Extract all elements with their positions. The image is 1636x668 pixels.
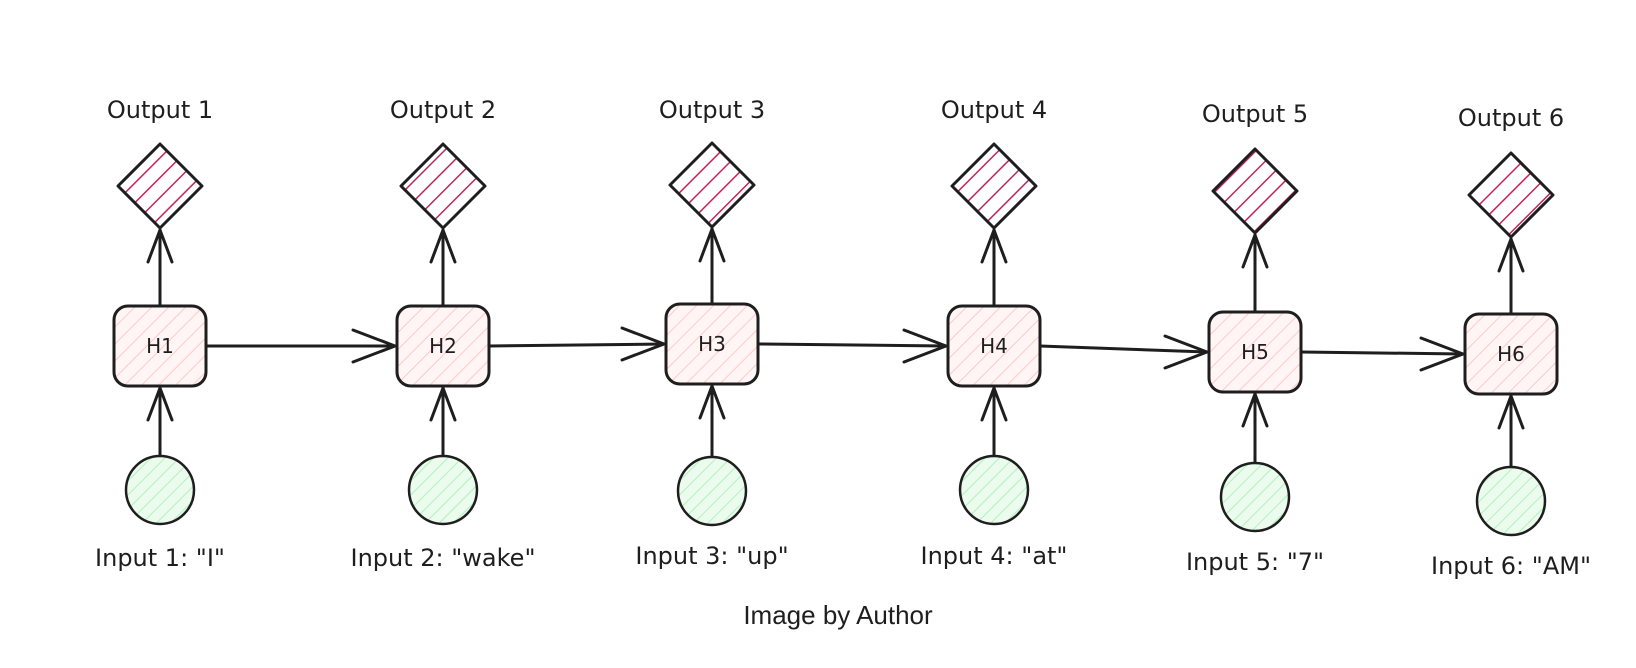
input-label-3: Input 3: "up" bbox=[635, 542, 788, 570]
arrowhead-hidden-2 bbox=[429, 386, 457, 422]
hidden-label-1: H1 bbox=[146, 334, 174, 358]
output-node-5 bbox=[1211, 147, 1299, 235]
hidden-node-6 bbox=[1463, 312, 1559, 396]
connections bbox=[146, 227, 1525, 469]
arrow-recurrent-3-to-4 bbox=[756, 342, 948, 348]
output-label-5: Output 5 bbox=[1202, 100, 1308, 128]
output-label-1: Output 1 bbox=[107, 96, 213, 124]
hidden-node-5 bbox=[1207, 310, 1303, 394]
arrow-recurrent-2-to-3 bbox=[487, 342, 666, 348]
arrow-recurrent-4-to-5 bbox=[1038, 344, 1209, 354]
hidden-node-1 bbox=[112, 304, 208, 388]
hidden-label-5: H5 bbox=[1241, 340, 1269, 364]
hidden-node-4 bbox=[946, 304, 1042, 388]
arrowhead-output-3 bbox=[698, 227, 726, 263]
arrowhead-hidden-6 bbox=[1497, 394, 1525, 430]
output-node-1 bbox=[116, 142, 204, 230]
input-label-1: Input 1: "I" bbox=[95, 544, 225, 572]
arrowhead-recurrent-5 bbox=[1163, 334, 1209, 370]
output-node-4 bbox=[950, 142, 1038, 230]
input-node-1 bbox=[124, 454, 196, 526]
input-node-5 bbox=[1219, 461, 1291, 533]
arrowhead-output-5 bbox=[1241, 233, 1269, 269]
arrowhead-output-6 bbox=[1497, 237, 1525, 273]
hidden-label-2: H2 bbox=[429, 334, 457, 358]
hidden-label-6: H6 bbox=[1497, 342, 1525, 366]
arrowhead-hidden-1 bbox=[146, 386, 174, 422]
input-node-2 bbox=[407, 454, 479, 526]
input-node-4 bbox=[958, 454, 1030, 526]
input-label-2: Input 2: "wake" bbox=[351, 544, 536, 572]
output-node-2 bbox=[399, 142, 487, 230]
arrow-recurrent-5-to-6 bbox=[1299, 350, 1465, 356]
output-node-3 bbox=[668, 141, 756, 229]
output-label-3: Output 3 bbox=[659, 96, 765, 124]
output-label-2: Output 2 bbox=[390, 96, 496, 124]
caption: Image by Author bbox=[743, 600, 933, 630]
arrowhead-output-1 bbox=[146, 228, 174, 264]
output-label-4: Output 4 bbox=[941, 96, 1047, 124]
input-node-3 bbox=[676, 455, 748, 527]
arrowhead-hidden-4 bbox=[980, 386, 1008, 422]
input-node-6 bbox=[1475, 465, 1547, 537]
hidden-node-2 bbox=[395, 304, 491, 388]
arrowhead-output-2 bbox=[429, 228, 457, 264]
arrowhead-hidden-3 bbox=[698, 384, 726, 420]
input-label-4: Input 4: "at" bbox=[921, 542, 1068, 570]
arrowhead-hidden-5 bbox=[1241, 392, 1269, 428]
hidden-label-3: H3 bbox=[698, 332, 726, 356]
output-node-6 bbox=[1467, 151, 1555, 239]
arrowhead-output-4 bbox=[980, 228, 1008, 264]
arrowhead-recurrent-3 bbox=[620, 326, 666, 362]
input-label-5: Input 5: "7" bbox=[1186, 548, 1324, 576]
arrowhead-recurrent-4 bbox=[902, 328, 948, 364]
hidden-node-3 bbox=[664, 302, 760, 386]
hidden-label-4: H4 bbox=[980, 334, 1008, 358]
output-label-6: Output 6 bbox=[1458, 104, 1564, 132]
input-label-6: Input 6: "AM" bbox=[1431, 552, 1591, 580]
arrowhead-recurrent-6 bbox=[1419, 336, 1465, 372]
arrowhead-recurrent-2 bbox=[351, 328, 397, 364]
